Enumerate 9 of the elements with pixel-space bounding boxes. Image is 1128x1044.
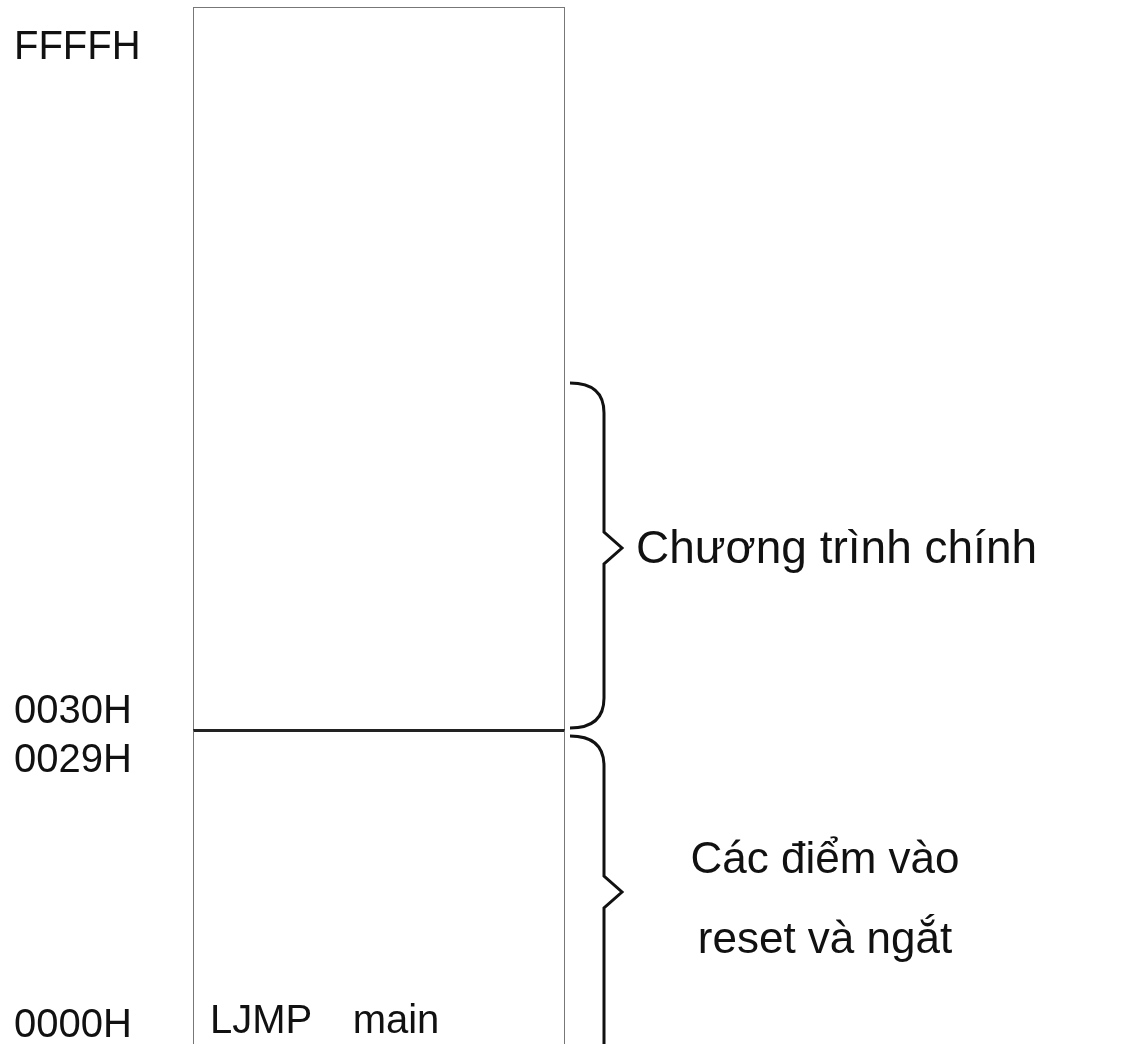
address-label: FFFFH: [14, 22, 142, 68]
memory-segment: [193, 729, 565, 1044]
region-label: Chương trình chính: [636, 520, 1039, 574]
address-label: 0029H: [14, 735, 133, 781]
instruction-text: LJMP main: [210, 997, 440, 1042]
memory-segment: [193, 7, 565, 731]
address-label: 0030H: [14, 686, 133, 732]
address-label: 0000H: [14, 1000, 133, 1044]
region-label: Các điểm vào reset và ngắt: [689, 832, 961, 964]
